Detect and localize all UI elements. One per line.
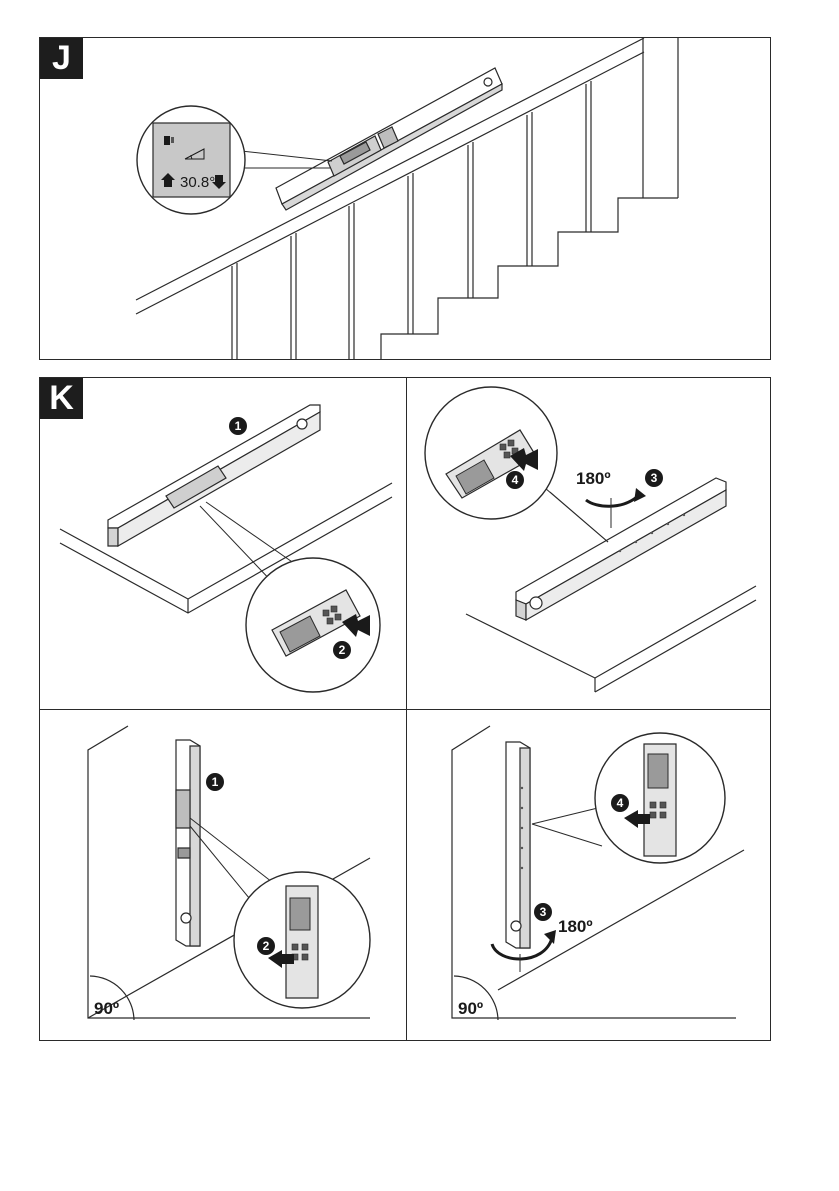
svg-text:2: 2 (263, 939, 270, 953)
panel-k-label: K (40, 378, 83, 419)
staircase (381, 198, 678, 360)
step-badge-3: 3 (645, 469, 663, 487)
svg-text:1: 1 (235, 419, 242, 433)
svg-text:4: 4 (617, 796, 624, 810)
k-quadrant-2: 4 180º 3 (425, 387, 756, 692)
panel-j-label: J (40, 38, 83, 79)
level-horizontal (108, 405, 320, 546)
right-angle-label-left: 90º (94, 999, 119, 1018)
svg-text:3: 3 (651, 471, 658, 485)
rotation-arrow-icon (586, 496, 638, 506)
display-zoom-callout: 30.8° (137, 106, 245, 214)
k-zoom-3 (234, 872, 370, 1008)
svg-text:2: 2 (339, 643, 346, 657)
right-angle-label-right: 90º (458, 999, 483, 1018)
step-badge-1b: 1 (206, 773, 224, 791)
k-quadrant-3: 1 2 90º (88, 726, 370, 1020)
k-zoom-2 (425, 387, 557, 519)
step-badge-2: 2 (333, 641, 351, 659)
step-badge-1: 1 (229, 417, 247, 435)
panel-j: J (39, 37, 771, 360)
step-badge-3b: 3 (534, 903, 552, 921)
step-badge-4b: 4 (611, 794, 629, 812)
svg-text:4: 4 (512, 473, 519, 487)
k-quadrant-4: 4 3 180º 90º (452, 726, 744, 1020)
panel-k-illustration: 1 2 (40, 378, 772, 1042)
step-badge-2b: 2 (257, 937, 275, 955)
rotation-label-top: 180º (576, 469, 611, 488)
level-vertical (176, 740, 200, 946)
angle-reading: 30.8° (180, 174, 215, 191)
rotation-label-bottom: 180º (558, 917, 593, 936)
k-quadrant-1: 1 2 (60, 405, 392, 692)
panel-k: K (39, 377, 771, 1041)
step-badge-4: 4 (506, 471, 524, 489)
panel-j-illustration: 30.8° (40, 38, 772, 361)
svg-text:1: 1 (212, 775, 219, 789)
level-flipped (516, 478, 726, 620)
svg-text:3: 3 (540, 905, 547, 919)
k-zoom-1 (246, 558, 380, 692)
level-vertical-flipped (506, 742, 530, 948)
